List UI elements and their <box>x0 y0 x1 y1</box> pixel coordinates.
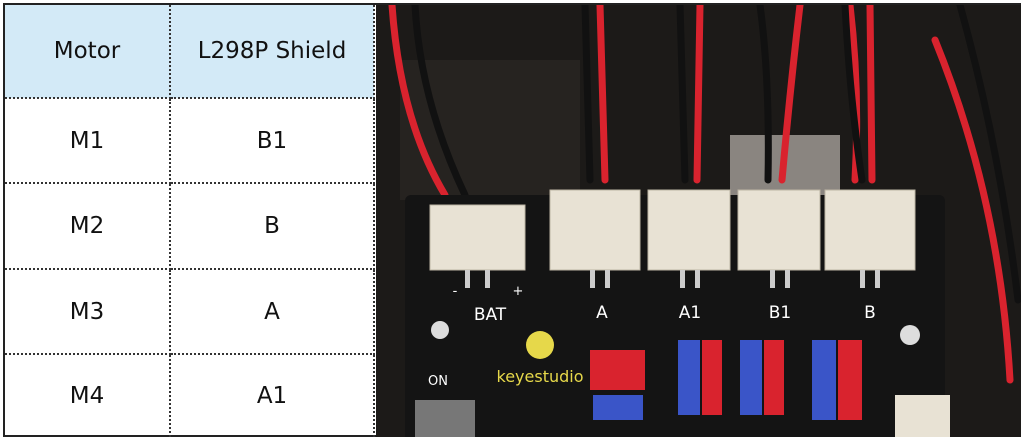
label-minus: - <box>453 284 458 299</box>
shield-photo: BAT A A1 B1 B ON - + keyestudio <box>376 5 1021 437</box>
cell-shield: B1 <box>169 96 375 185</box>
label-bat: BAT <box>474 305 507 325</box>
label-on: ON <box>428 374 448 389</box>
cell-shield: B <box>169 182 375 270</box>
table-header-row: Motor L298P Shield <box>5 5 375 99</box>
label-a: A <box>596 303 608 323</box>
cell-motor: M2 <box>5 182 171 270</box>
ladybug-logo-icon <box>526 331 554 359</box>
cell-motor: M4 <box>5 353 171 437</box>
label-b: B <box>864 303 876 323</box>
cell-shield: A1 <box>169 353 375 437</box>
label-b1: B1 <box>769 303 791 323</box>
cell-shield: A <box>169 267 375 356</box>
label-brand: keyestudio <box>497 367 584 386</box>
cell-motor: M3 <box>5 267 171 356</box>
label-plus: + <box>513 284 524 299</box>
header-motor: Motor <box>5 5 171 99</box>
label-a1: A1 <box>679 303 701 323</box>
header-shield: L298P Shield <box>169 5 375 99</box>
cell-motor: M1 <box>5 96 171 185</box>
